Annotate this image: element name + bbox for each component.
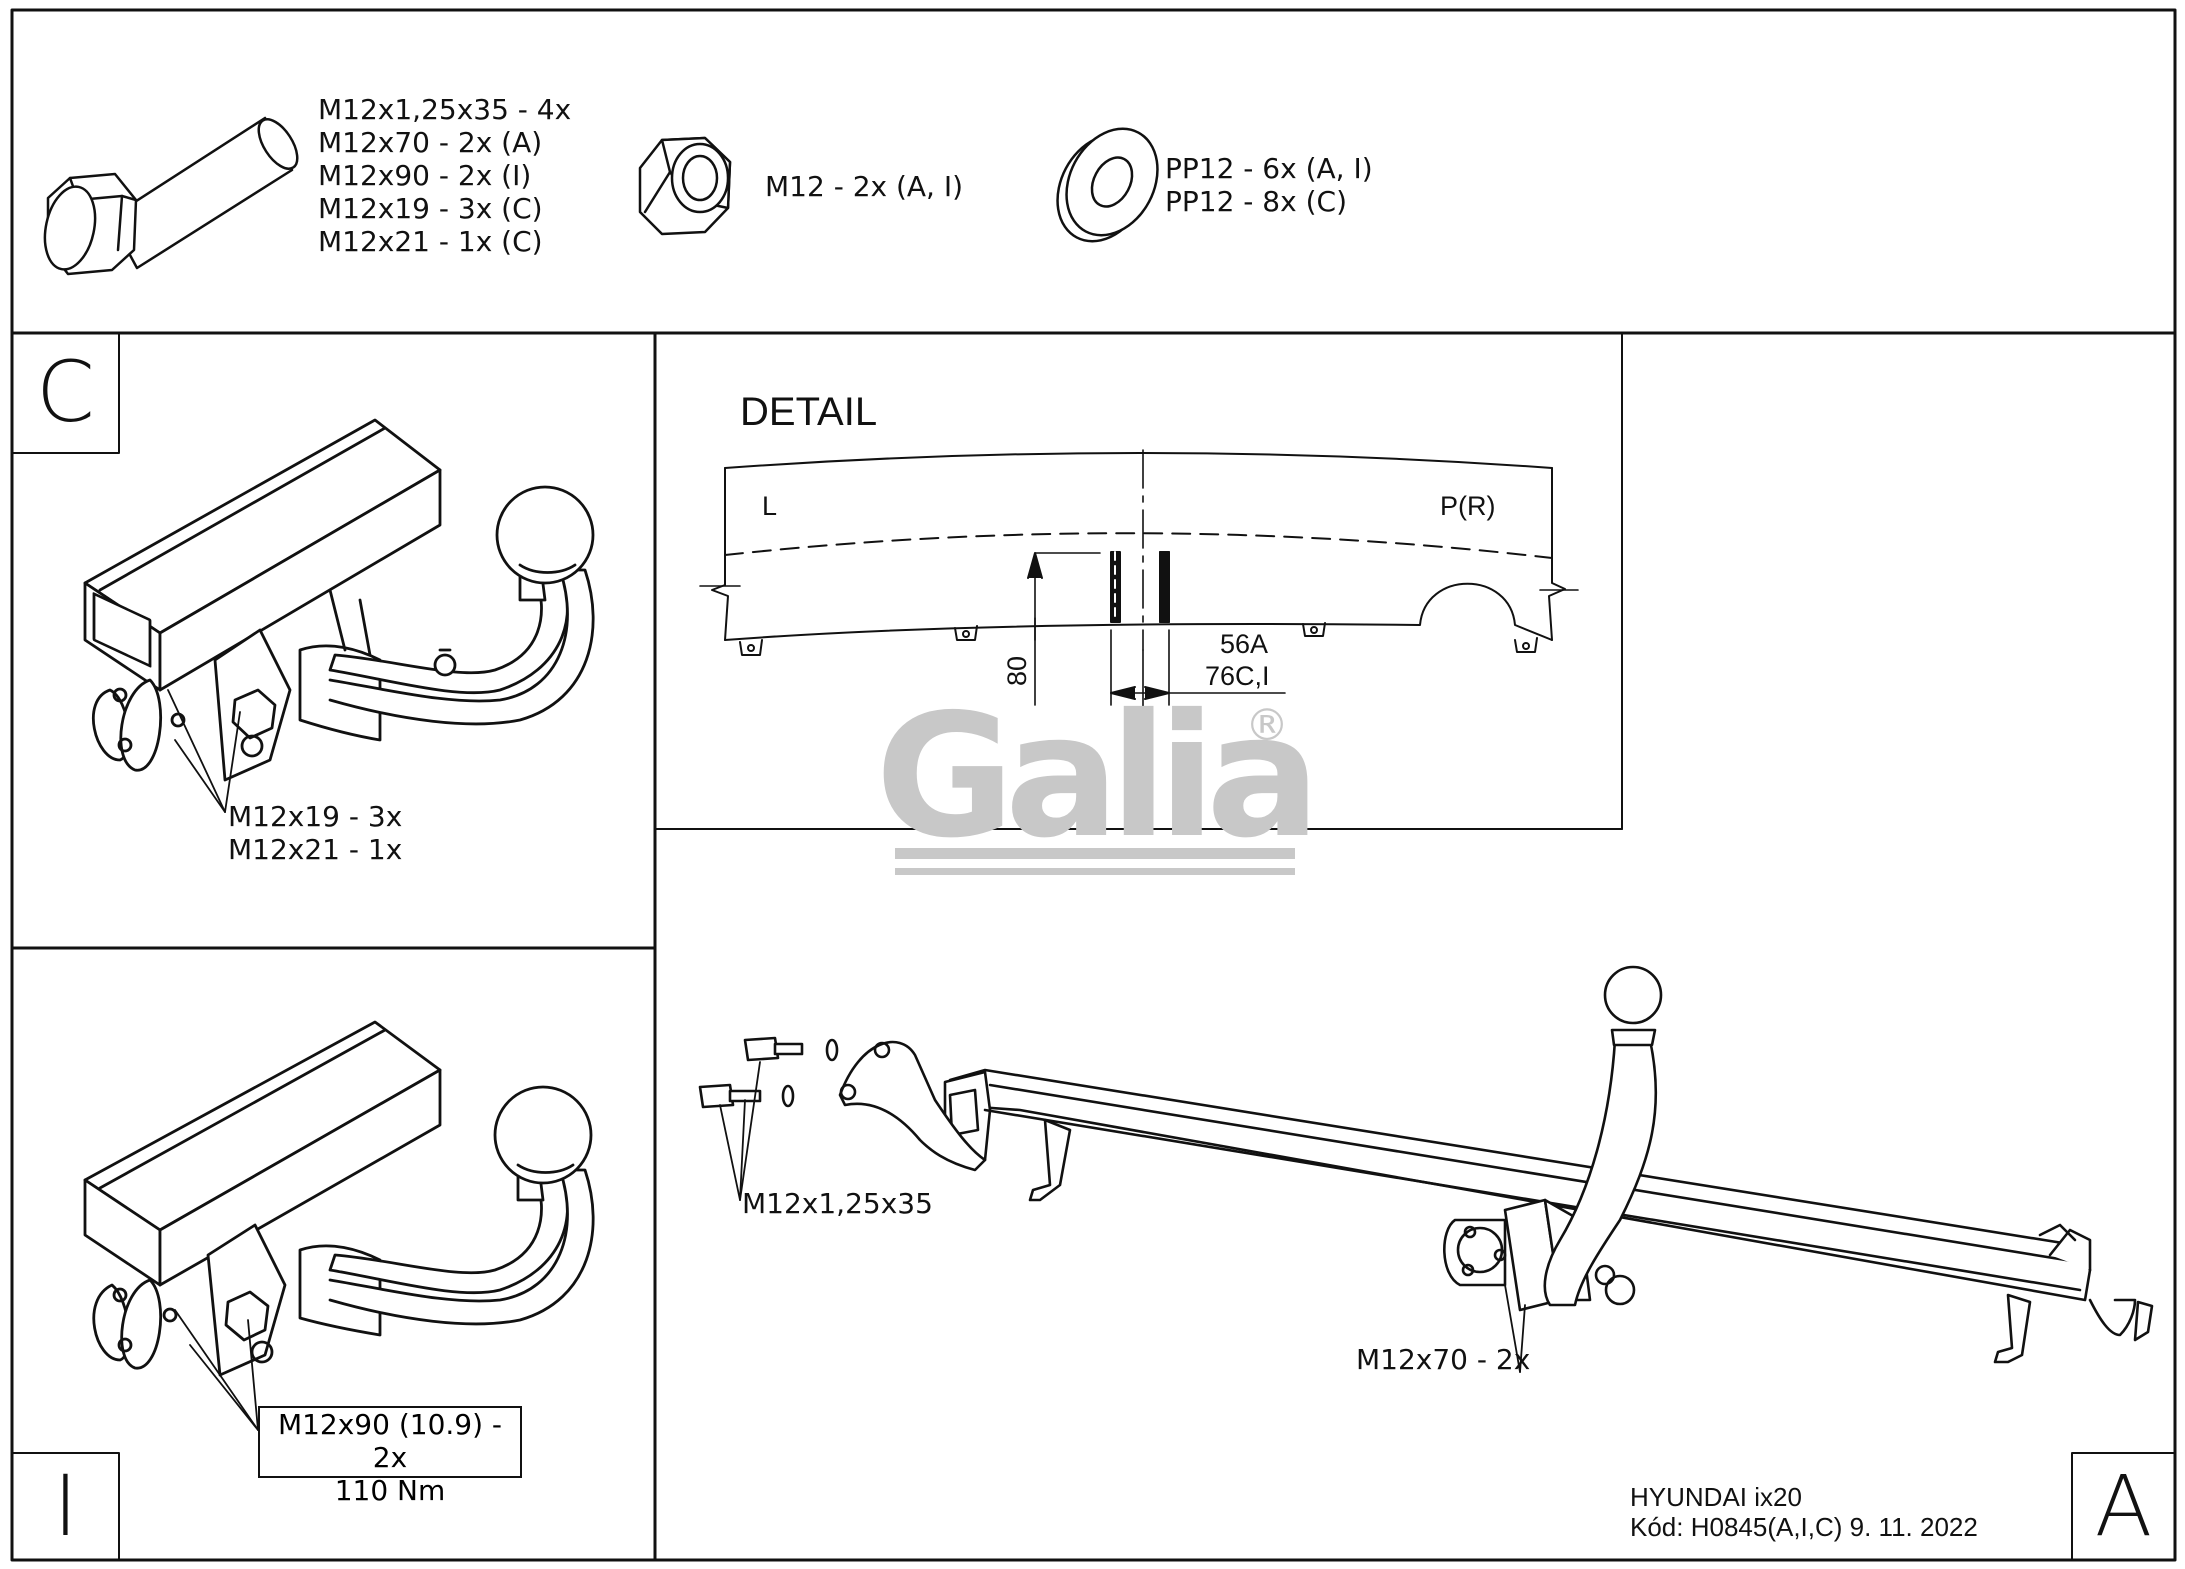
panel-a-rear-bolts: M12x70 - 2x: [1356, 1343, 1531, 1376]
detail-right-label: P(R): [1440, 491, 1496, 521]
panel-a-front-bolts: M12x1,25x35: [742, 1187, 933, 1220]
logo-text: Galia: [875, 678, 1311, 876]
detail-height-dim: 80: [1002, 655, 1033, 687]
washer-icon: [1056, 127, 1159, 243]
detail-crossbar-plan: [699, 449, 1579, 776]
frame: [10, 8, 2177, 1562]
leader-lines-a: [719, 1061, 1526, 1373]
panel-c-bolt-label-1: M12x19 - 3x: [228, 800, 403, 833]
panel-i-letter: I: [53, 1457, 78, 1555]
panel-a-letter: A: [2094, 1457, 2153, 1555]
panel-i-bolt-label: M12x90 (10.9) - 2x: [277, 1408, 503, 1474]
detail-offset-a: 56A: [1220, 629, 1269, 659]
nut-icon: [638, 136, 732, 236]
detail-left-label: L: [762, 491, 778, 521]
bolt-spec-1: M12x1,25x35 - 4x: [318, 93, 572, 126]
footer-model: HYUNDAI ix20: [1630, 1482, 1802, 1512]
bolt-spec-2: M12x70 - 2x (A): [318, 126, 543, 159]
leader-lines-i: [174, 1309, 259, 1431]
panel-c-letter: C: [36, 343, 95, 441]
panel-i-torque-box: M12x90 (10.9) - 2x 110 Nm: [258, 1406, 522, 1507]
panel-i-torque: 110 Nm: [334, 1474, 446, 1507]
panel-c-bolt-label-2: M12x21 - 1x: [228, 833, 403, 866]
bolt-spec-4: M12x19 - 3x (C): [318, 192, 543, 225]
registered-mark: ®: [1245, 700, 1289, 751]
footer-code: Kód: H0845(A,I,C) 9. 11. 2022: [1630, 1512, 1978, 1542]
towbar-i-illustration: [83, 1020, 595, 1377]
leader-lines-c: [167, 689, 241, 813]
detail-title: DETAIL: [740, 390, 878, 434]
galia-logo: Galia ®: [875, 678, 1321, 876]
washer-spec-1: PP12 - 6x (A, I): [1165, 152, 1373, 185]
washer-spec-2: PP12 - 8x (C): [1165, 185, 1347, 218]
bolt-spec-5: M12x21 - 1x (C): [318, 225, 543, 258]
bolt-spec-3: M12x90 - 2x (I): [318, 159, 532, 192]
bolt-icon: [43, 116, 299, 276]
nut-spec: M12 - 2x (A, I): [765, 170, 964, 203]
detail-offset-ci: 76C,I: [1205, 661, 1270, 691]
towbar-a-illustration: [698, 965, 2154, 1364]
towbar-c-illustration: [83, 418, 595, 782]
